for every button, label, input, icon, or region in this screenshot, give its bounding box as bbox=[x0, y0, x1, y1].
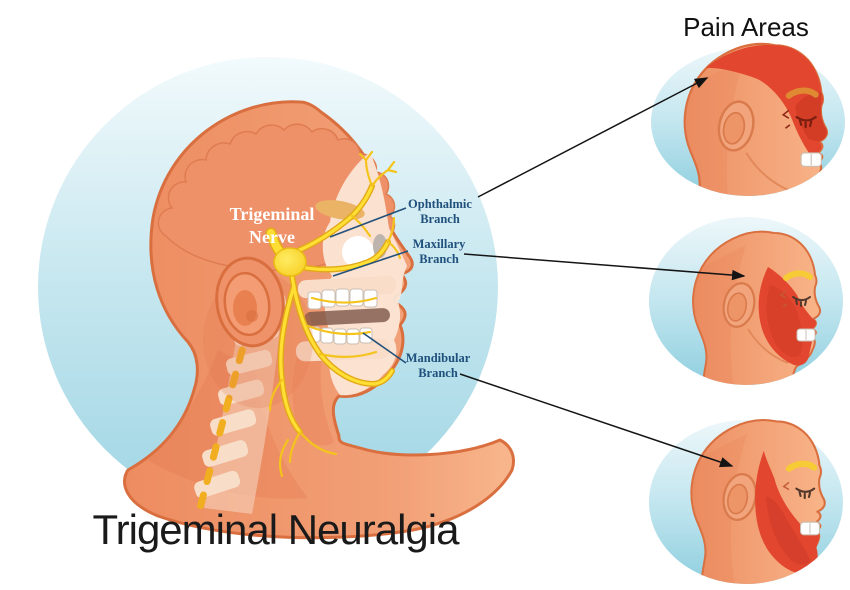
closed-eye bbox=[795, 487, 816, 500]
wrinkle-lines bbox=[781, 109, 791, 129]
trigeminal-nerve-label-line2: Nerve bbox=[249, 227, 295, 247]
eyebrow bbox=[785, 460, 818, 472]
trigeminal-nerve bbox=[265, 150, 402, 478]
pain-head-mandibular bbox=[690, 419, 826, 584]
main-title: Trigeminal Neuralgia bbox=[92, 506, 460, 553]
closed-eye bbox=[792, 296, 811, 307]
throat-shading bbox=[292, 352, 334, 446]
mandibular-branch-label: Mandibular Branch bbox=[405, 351, 471, 380]
wrinkle-lines bbox=[782, 481, 790, 491]
eyebrow bbox=[785, 87, 819, 99]
eyebrow bbox=[783, 270, 813, 281]
pain-head-ophthalmic bbox=[683, 42, 829, 196]
pain-area-overlay-ophthalmic bbox=[705, 45, 827, 153]
ophthalmic-branch-label: Ophthalmic Branch bbox=[408, 197, 472, 226]
wrinkle-lines bbox=[779, 290, 788, 308]
trigeminal-nerve-label-line1: Trigeminal bbox=[230, 204, 315, 224]
closed-eye bbox=[795, 115, 817, 129]
pain-panel-mandibular bbox=[649, 419, 843, 584]
maxillary-branch-label: Maxillary Branch bbox=[412, 237, 466, 266]
main-head-illustration: Trigeminal Nerve bbox=[38, 57, 515, 540]
pain-area-overlay-mandibular bbox=[755, 450, 820, 574]
cervical-spine bbox=[194, 292, 287, 514]
pain-panel-maxillary bbox=[649, 217, 843, 385]
pain-head-maxillary bbox=[692, 230, 822, 385]
pain-areas-title: Pain Areas bbox=[683, 12, 809, 42]
pain-panel-ophthalmic bbox=[651, 42, 845, 196]
trigeminal-ganglion bbox=[273, 247, 307, 277]
